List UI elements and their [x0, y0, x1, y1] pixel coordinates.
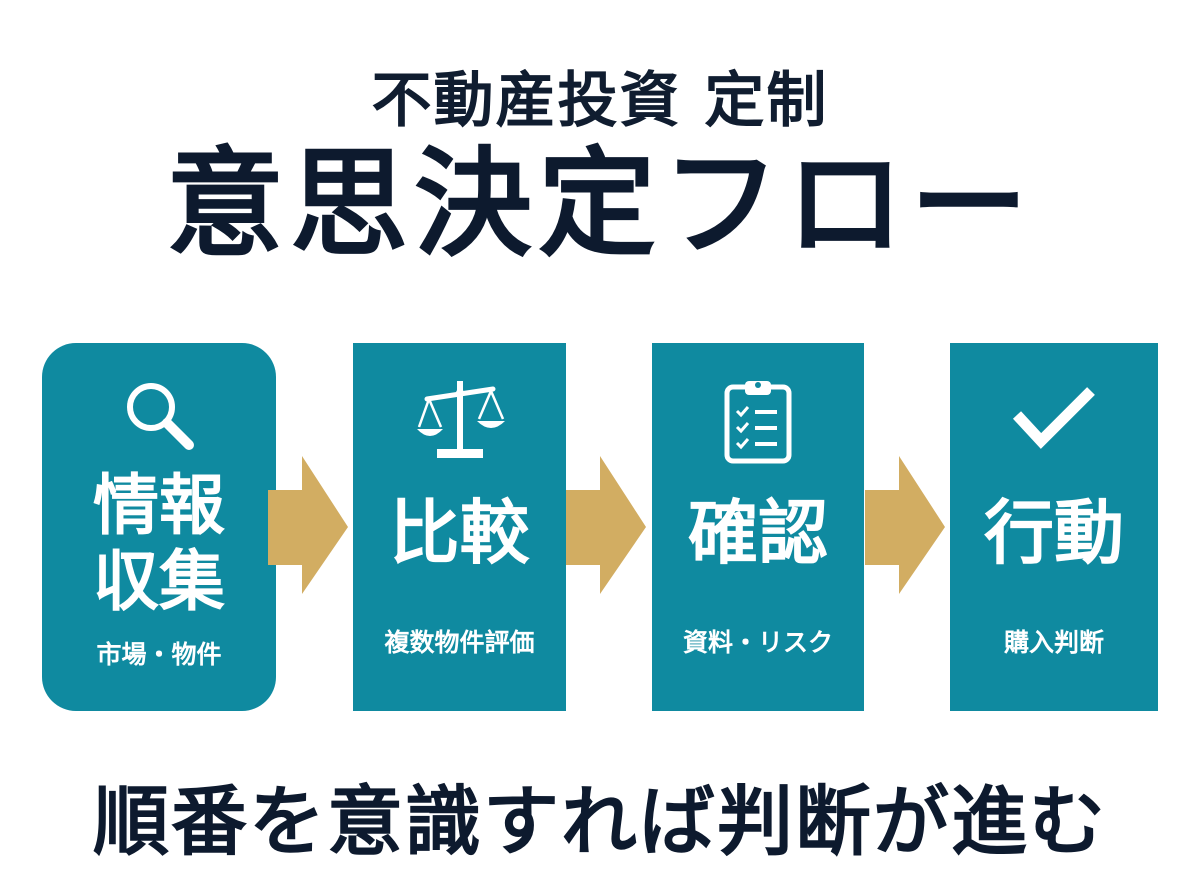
step-description: 資料・リスク: [682, 628, 833, 657]
step-panel-action: 行動 購入判断: [950, 343, 1158, 711]
step-panel-information-gathering: 情報 収集 市場・物件: [42, 343, 276, 711]
step-title: 行動: [984, 492, 1124, 574]
clipboard-checklist-icon: [723, 377, 793, 469]
header-subtitle: 不動産投資 定制: [371, 66, 829, 136]
checkmark-icon: [1009, 385, 1099, 457]
step-description: 購入判断: [1003, 628, 1104, 657]
step-title: 比較: [389, 492, 530, 574]
step-panel-comparison: 比較 複数物件評価: [353, 343, 566, 711]
scale-icon: [415, 377, 505, 467]
step-title-line2: 収集: [93, 543, 225, 620]
step-title-line1: 情報: [93, 467, 225, 544]
arrow-right-icon: [865, 456, 947, 600]
step-panel-verification: 確認 資料・リスク: [652, 343, 864, 711]
step-title: 情報 収集: [42, 468, 276, 620]
arrow-right-icon: [566, 456, 648, 600]
step-description: 市場・物件: [96, 640, 222, 669]
arrow-right-icon: [268, 456, 350, 600]
step-description: 複数物件評価: [384, 628, 535, 657]
magnifier-icon: [119, 377, 199, 461]
step-title: 確認: [688, 492, 828, 574]
footer-tagline: 順番を意識すれば判断が進む: [93, 777, 1107, 866]
page-title: 意思決定フロー: [165, 135, 1034, 273]
